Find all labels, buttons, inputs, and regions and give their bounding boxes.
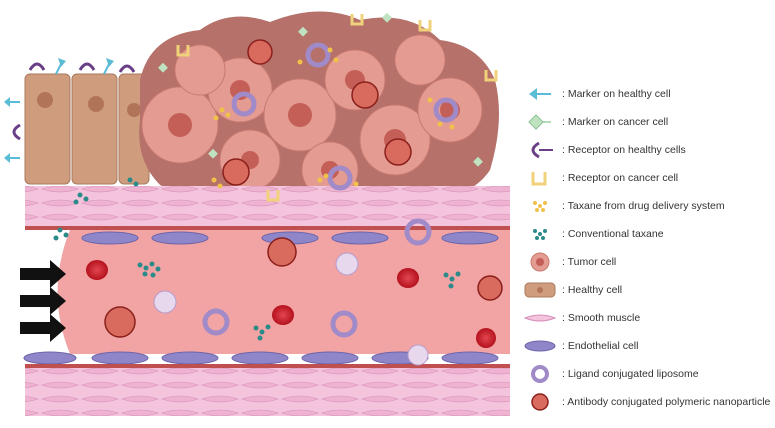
legend-label: : Smooth muscle [562,312,641,324]
legend-label: : Antibody conjugated polymeric nanopart… [562,396,771,408]
legend-label: : Receptor on cancer cell [562,172,679,184]
cancer-cell-receptor-icon [518,165,562,191]
legend-label: : Tumor cell [562,256,617,268]
legend-item: : Tumor cell [518,248,773,276]
liposomes [202,42,459,338]
legend-item: : Marker on cancer cell [518,108,773,136]
polymeric-nanoparticles [104,39,503,338]
endothelium [23,231,499,365]
vessel-lumen [25,230,510,354]
lower-vessel-wall [25,368,510,416]
smooth-muscle-icon [518,305,562,331]
legend: : Marker on healthy cell : Marker on canc… [518,80,773,416]
healthy-cell-surface [4,58,136,163]
legend-label: : Endothelial cell [562,340,639,352]
legend-item: : Marker on healthy cell [518,80,773,108]
delivered-taxane-icon [518,193,562,219]
healthy-cell-icon [518,277,562,303]
polymeric-nanoparticle-icon [518,389,562,415]
legend-item: : Endothelial cell [518,332,773,360]
legend-label: : Marker on healthy cell [562,88,671,100]
healthy-cell-marker-icon [518,81,562,107]
legend-item: : Antibody conjugated polymeric nanopart… [518,388,773,416]
legend-item: : Healthy cell [518,276,773,304]
legend-item: : Receptor on healthy cells [518,136,773,164]
endothelial-cell-icon [518,333,562,359]
cancer-cell-surface [158,12,498,202]
conventional-taxane-icon [518,221,562,247]
delivered-taxane [211,47,455,189]
legend-label: : Ligand conjugated liposome [562,368,699,380]
white-blood-cells [153,252,429,366]
legend-item: : Smooth muscle [518,304,773,332]
legend-label: : Healthy cell [562,284,623,296]
healthy-tissue [24,73,150,185]
tumor-cell-icon [518,249,562,275]
legend-item: : Receptor on cancer cell [518,164,773,192]
legend-item: : Taxane from drug delivery system [518,192,773,220]
red-blood-cells [86,260,496,348]
legend-label: : Receptor on healthy cells [562,144,686,156]
cancer-cell-marker-icon [518,109,562,135]
legend-label: : Marker on cancer cell [562,116,669,128]
legend-item: : Conventional taxane [518,220,773,248]
drug-delivery-diagram [4,11,510,416]
healthy-cell-receptor-icon [518,137,562,163]
blood-flow-arrows [20,260,66,342]
liposome-icon [518,361,562,387]
legend-item: : Ligand conjugated liposome [518,360,773,388]
legend-label: : Conventional taxane [562,228,664,240]
legend-label: : Taxane from drug delivery system [562,200,725,212]
tumor-mass [139,11,499,205]
conventional-taxane-clusters [53,177,461,341]
